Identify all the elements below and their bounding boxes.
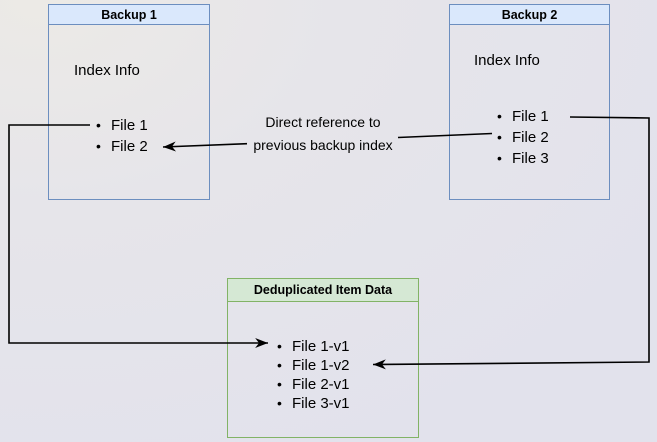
bullet-icon — [277, 394, 292, 413]
bullet-icon — [497, 127, 512, 148]
backup2-box: Backup 2 — [449, 4, 610, 200]
backup2-header: Backup 2 — [450, 5, 609, 25]
backup1-header: Backup 1 — [49, 5, 209, 25]
list-item: File 2-v1 — [277, 375, 350, 394]
list-item: File 2 — [96, 136, 148, 157]
reference-label-line1: Direct reference to — [265, 114, 381, 130]
file-label: File 2 — [512, 129, 549, 146]
reference-label: Direct reference to previous backup inde… — [243, 111, 403, 157]
list-item: File 1 — [96, 115, 148, 136]
file-label: File 1 — [512, 108, 549, 125]
list-item: File 1 — [497, 106, 549, 127]
list-item: File 2 — [497, 127, 549, 148]
bullet-icon — [277, 337, 292, 356]
backup1-file-list: File 1 File 2 — [96, 115, 148, 157]
bullet-icon — [497, 106, 512, 127]
list-item: File 1-v2 — [277, 356, 350, 375]
bullet-icon — [96, 115, 111, 136]
file-label: File 3 — [512, 150, 549, 167]
list-item: File 3 — [497, 148, 549, 169]
bullet-icon — [497, 148, 512, 169]
dedup-header: Deduplicated Item Data — [228, 279, 418, 302]
bullet-icon — [277, 356, 292, 375]
dedup-box: Deduplicated Item Data — [227, 278, 419, 438]
list-item: File 1-v1 — [277, 337, 350, 356]
backup1-index-info-label: Index Info — [74, 62, 140, 79]
file-label: File 2 — [111, 138, 148, 155]
file-version-label: File 3-v1 — [292, 395, 350, 412]
file-version-label: File 1-v2 — [292, 357, 350, 374]
file-version-label: File 2-v1 — [292, 376, 350, 393]
backup1-box: Backup 1 — [48, 4, 210, 200]
bullet-icon — [277, 375, 292, 394]
backup2-file-list: File 1 File 2 File 3 — [497, 106, 549, 169]
dedup-file-list: File 1-v1 File 1-v2 File 2-v1 File 3-v1 — [277, 337, 350, 413]
bullet-icon — [96, 136, 111, 157]
list-item: File 3-v1 — [277, 394, 350, 413]
backup2-index-info-label: Index Info — [474, 52, 540, 69]
file-label: File 1 — [111, 117, 148, 134]
file-version-label: File 1-v1 — [292, 338, 350, 355]
reference-label-line2: previous backup index — [253, 137, 393, 153]
